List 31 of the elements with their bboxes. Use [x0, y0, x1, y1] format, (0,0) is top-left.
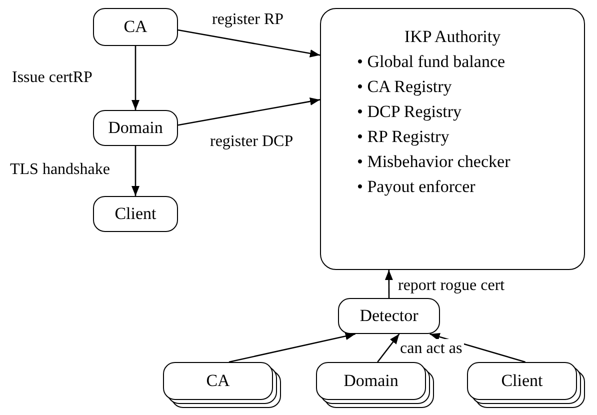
list-item: • RP Registry: [357, 126, 450, 148]
node-label: Domain: [108, 117, 163, 140]
edge-label: register RP: [210, 10, 286, 30]
arrow: [178, 29, 320, 58]
node-label: CA: [206, 370, 230, 392]
process-box: [93, 196, 178, 232]
list-item: • Misbehavior checker: [357, 151, 510, 173]
node-label: Detector: [360, 305, 418, 328]
list-item: • Global fund balance: [357, 51, 506, 73]
stacked-box: [467, 362, 585, 408]
process-box: [338, 298, 440, 334]
box-heading: IKP Authority: [404, 26, 501, 48]
stacked-box: [316, 362, 434, 408]
process-box: [93, 110, 178, 146]
node-label: Client: [114, 203, 156, 226]
edge-label: register DCP: [208, 132, 296, 152]
list-item: • Payout enforcer: [357, 176, 476, 198]
stacked-box: [163, 362, 281, 408]
authority-box: [320, 8, 585, 270]
arrow: [384, 270, 393, 298]
node-label: Client: [501, 370, 543, 392]
arrow: [377, 334, 400, 362]
arrow: [228, 332, 356, 363]
node-label: Domain: [344, 370, 398, 392]
arrow: [132, 46, 140, 110]
arrow: [132, 146, 140, 196]
list-item: • CA Registry: [357, 76, 453, 98]
node-label: CA: [124, 16, 148, 38]
arrow: [178, 98, 320, 126]
process-box: [93, 8, 178, 46]
list-item: • DCP Registry: [357, 101, 462, 123]
